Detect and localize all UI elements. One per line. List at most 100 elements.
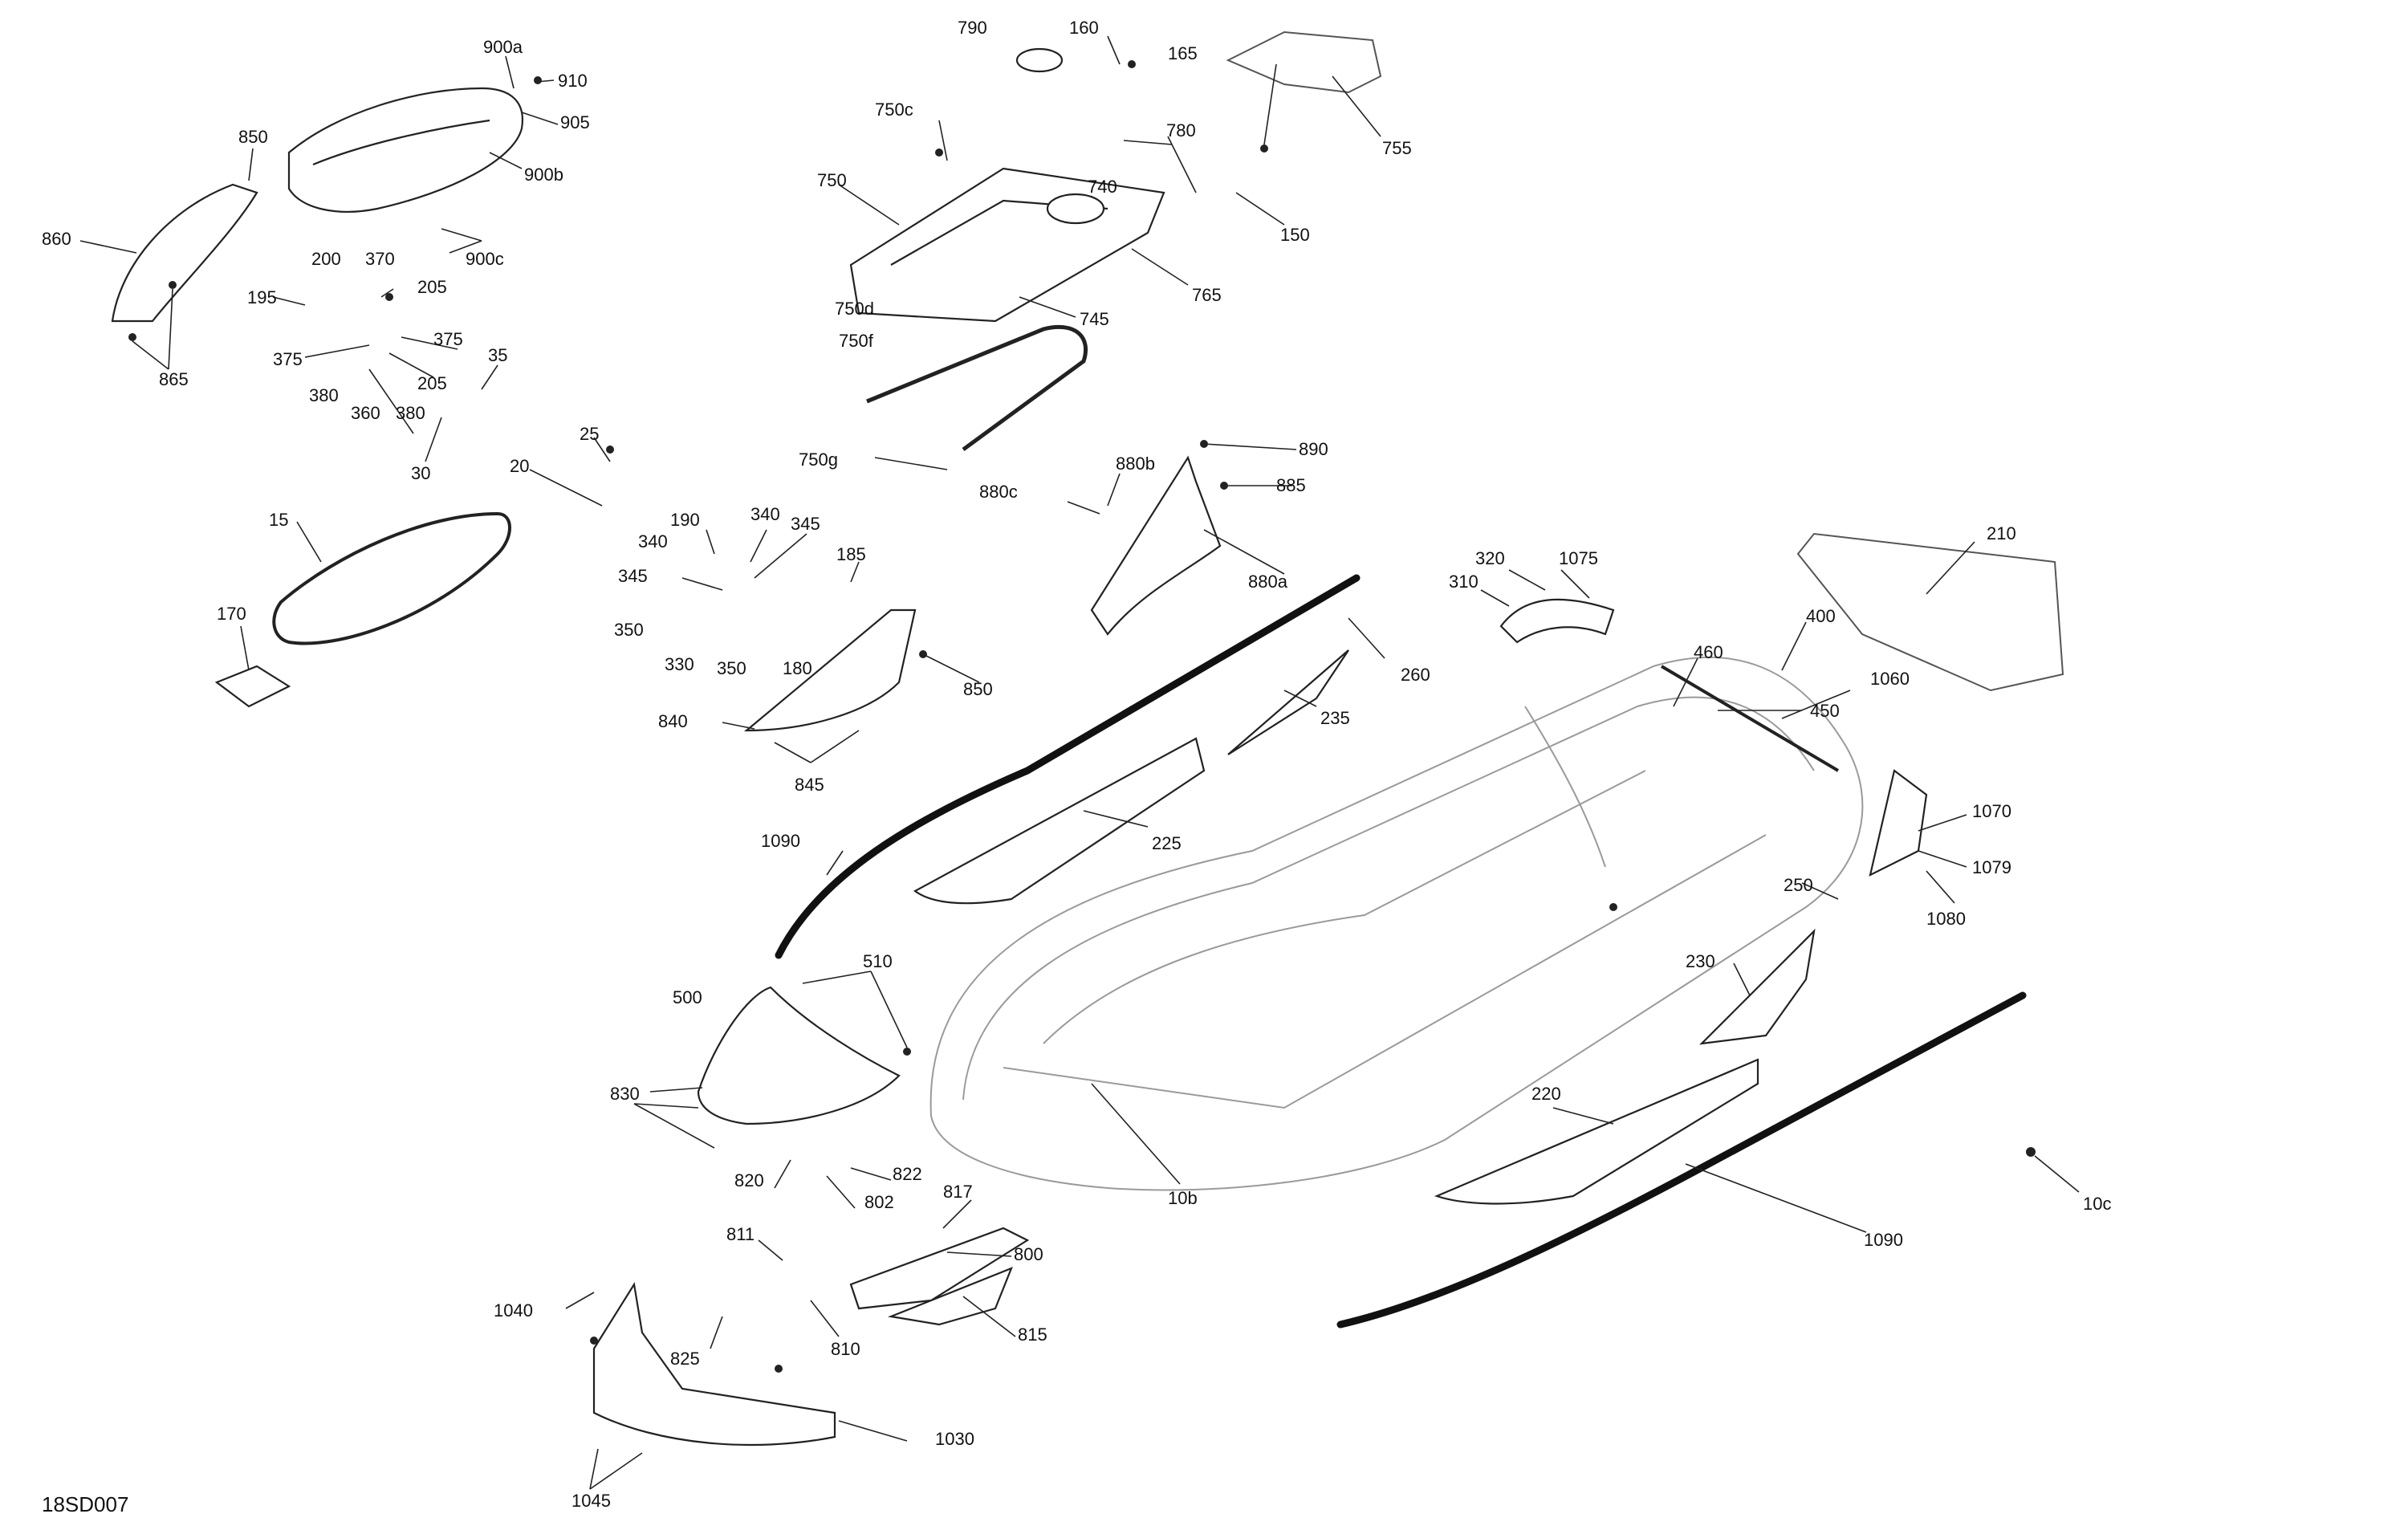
- callout-905: 905: [560, 112, 590, 132]
- callout-350-left: 350: [614, 620, 644, 640]
- callout-820: 820: [734, 1170, 764, 1190]
- callout-900c: 900c: [466, 249, 504, 269]
- callout-190: 190: [670, 510, 700, 530]
- callout-880c: 880c: [979, 482, 1018, 502]
- callout-1030: 1030: [935, 1429, 974, 1449]
- callout-25: 25: [580, 424, 599, 444]
- callout-205-top: 205: [417, 277, 447, 297]
- cap-790: [1015, 47, 1064, 73]
- light-800: [849, 1227, 1030, 1310]
- callout-205-bottom: 205: [417, 373, 447, 393]
- strip-1090-lower: [1336, 991, 2027, 1329]
- callout-830: 830: [610, 1084, 640, 1104]
- callout-165: 165: [1168, 43, 1198, 63]
- callout-900a: 900a: [483, 37, 523, 57]
- callout-1090-lower: 1090: [1864, 1230, 1903, 1250]
- plate-170: [214, 665, 291, 708]
- callout-765: 765: [1192, 285, 1222, 305]
- cover-750: [849, 167, 1165, 323]
- callout-811: 811: [726, 1224, 755, 1244]
- callout-330: 330: [665, 654, 694, 674]
- gasket-15: [272, 511, 511, 645]
- callout-810: 810: [831, 1339, 860, 1359]
- callout-1070: 1070: [1972, 801, 2011, 821]
- callout-15: 15: [269, 510, 288, 530]
- callout-740: 740: [1088, 177, 1117, 197]
- callout-910: 910: [558, 71, 588, 91]
- callout-1060: 1060: [1870, 669, 1910, 689]
- handle-1075: [1499, 598, 1615, 644]
- decal-220: [1434, 1058, 1759, 1205]
- callout-510: 510: [863, 951, 893, 971]
- callout-200: 200: [311, 249, 341, 269]
- callout-790: 790: [958, 18, 987, 38]
- callout-340-left: 340: [638, 531, 668, 551]
- callout-850-mid: 850: [963, 679, 993, 699]
- figure-code: 18SD007: [42, 1492, 128, 1516]
- front-1030: [592, 1281, 836, 1447]
- callout-210: 210: [1987, 523, 2016, 543]
- callout-817: 817: [943, 1182, 973, 1202]
- callout-30: 30: [411, 463, 430, 483]
- callout-1079: 1079: [1972, 857, 2011, 877]
- leader-lines: [79, 35, 2080, 1490]
- callout-35: 35: [488, 345, 507, 365]
- callout-310: 310: [1449, 572, 1479, 592]
- callout-380-right: 380: [396, 403, 425, 423]
- callout-745: 745: [1080, 309, 1109, 329]
- callout-750c: 750c: [875, 100, 913, 120]
- callout-185: 185: [836, 544, 866, 564]
- callout-160: 160: [1069, 18, 1099, 38]
- callout-235: 235: [1320, 708, 1350, 728]
- callout-10c: 10c: [2083, 1194, 2111, 1214]
- callout-260: 260: [1401, 665, 1430, 685]
- callout-380-left: 380: [309, 385, 339, 405]
- callout-345-left: 345: [618, 566, 648, 586]
- callout-375-right: 375: [433, 329, 463, 349]
- callout-170: 170: [217, 604, 246, 624]
- callout-880b: 880b: [1116, 454, 1155, 474]
- callout-850-top: 850: [238, 127, 268, 147]
- callout-860: 860: [42, 229, 71, 249]
- callout-10b: 10b: [1168, 1188, 1198, 1208]
- seat-900a: [287, 87, 523, 213]
- strip-1060: [1660, 665, 1840, 772]
- side-panel-880a: [1090, 455, 1222, 636]
- callout-1075: 1075: [1559, 548, 1598, 568]
- callout-320: 320: [1475, 548, 1505, 568]
- callout-1045: 1045: [571, 1491, 611, 1511]
- callout-350-right: 350: [717, 658, 746, 678]
- callout-825: 825: [670, 1349, 700, 1369]
- callout-400: 400: [1806, 606, 1836, 626]
- callout-360: 360: [351, 403, 380, 423]
- callout-labels: 900a 910 905 900b 900c 850 860 865 200 3…: [42, 18, 2111, 1516]
- hull-outline: [929, 656, 1864, 1191]
- callout-750: 750: [817, 170, 847, 190]
- side-panel-840: [743, 608, 917, 732]
- callout-800: 800: [1014, 1244, 1043, 1264]
- nose-500: [697, 986, 901, 1125]
- decal-230: [1698, 928, 1816, 1045]
- callout-840: 840: [658, 711, 688, 731]
- callout-755: 755: [1382, 138, 1412, 158]
- callout-345-right: 345: [791, 514, 820, 534]
- callout-880a: 880a: [1248, 572, 1288, 592]
- callout-195: 195: [247, 287, 277, 307]
- callout-900b: 900b: [524, 165, 563, 185]
- callout-220: 220: [1531, 1084, 1561, 1104]
- callout-890: 890: [1299, 439, 1328, 459]
- callout-822: 822: [893, 1164, 922, 1184]
- bracket-1070: [1869, 769, 1928, 877]
- callout-340-right: 340: [750, 504, 780, 524]
- callout-150: 150: [1280, 225, 1310, 245]
- strip-1090-upper: [775, 574, 1361, 959]
- callout-802: 802: [864, 1192, 894, 1212]
- side-trim-860: [111, 183, 258, 323]
- callout-500: 500: [673, 987, 702, 1007]
- callout-750d: 750d: [835, 299, 874, 319]
- callout-750g: 750g: [799, 450, 838, 470]
- callout-370: 370: [365, 249, 395, 269]
- callout-1080: 1080: [1926, 909, 1966, 929]
- callout-1090-upper: 1090: [761, 831, 800, 851]
